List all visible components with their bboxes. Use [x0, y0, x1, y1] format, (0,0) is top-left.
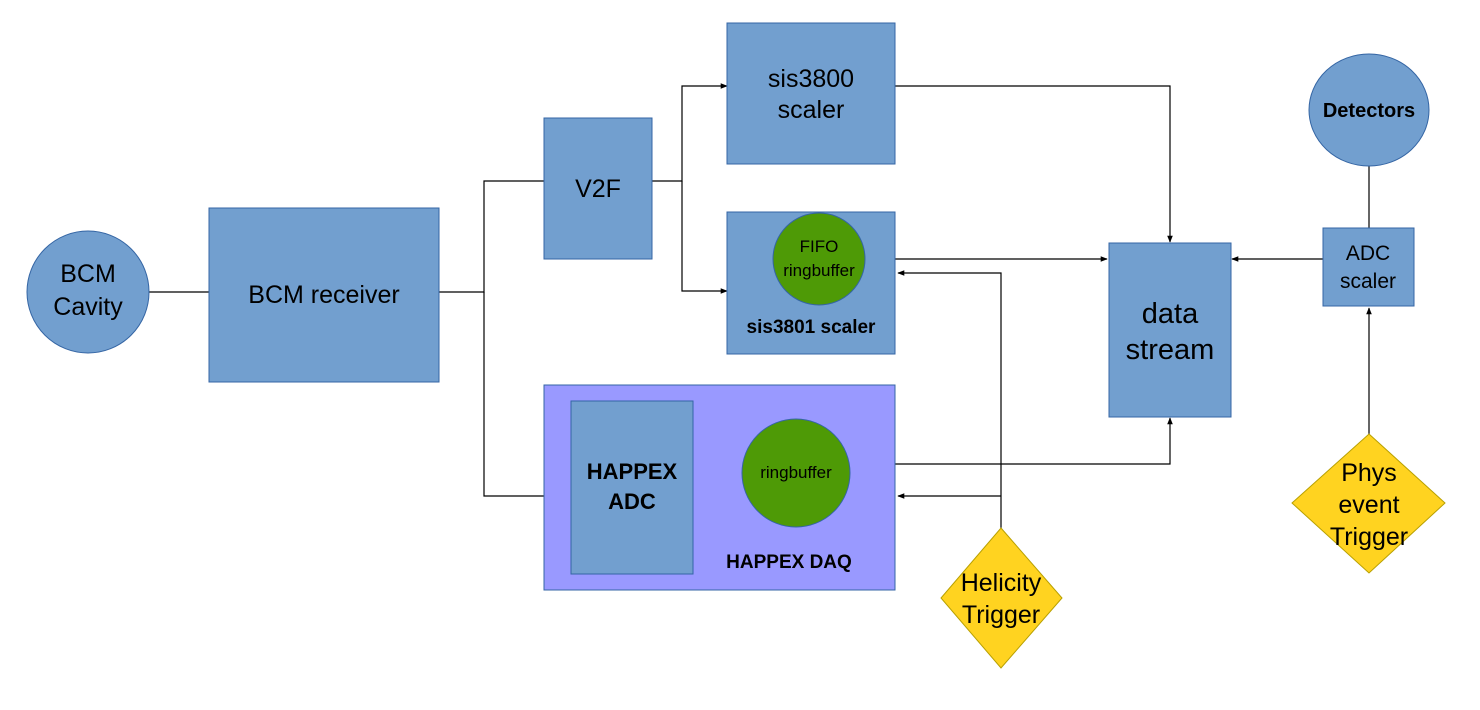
happex-daq-node: HAPPEX ADC ringbuffer HAPPEX DAQ [543, 384, 896, 591]
fifo-label-2: ringbuffer [783, 261, 855, 280]
v2f-node: V2F [543, 117, 653, 260]
bcm-receiver-node: BCM receiver [208, 207, 440, 383]
happex-adc-box [570, 400, 694, 575]
bcm-cavity-node: BCM Cavity [26, 230, 150, 354]
happex-adc-label-1: HAPPEX [587, 459, 678, 484]
bcm-receiver-box [208, 207, 440, 383]
connector-v2f-to-sis3800 [652, 83, 728, 182]
v2f-box [543, 117, 653, 260]
sis3800-label-2: scaler [778, 96, 845, 124]
bcm-receiver-label: BCM receiver [248, 281, 399, 309]
connector-receiver-to-happex-adc [483, 292, 570, 499]
happex-adc-label-2: ADC [608, 489, 656, 514]
bcm-cavity-label-2: Cavity [53, 293, 123, 321]
sis3801-label: sis3801 scaler [747, 317, 877, 338]
detectors-circle [1308, 53, 1430, 167]
data-stream-node: data stream [1108, 242, 1232, 418]
adc-scaler-label-2: scaler [1340, 270, 1396, 293]
connector-ringbuffer-to-data-stream [851, 417, 1173, 465]
fifo-ringbuffer-circle [772, 212, 866, 306]
helicity-trigger-diamond [940, 527, 1063, 669]
connector-helicity-to-fifo [897, 270, 1002, 528]
phys-trigger-node: Phys event Trigger [1291, 433, 1446, 574]
helicity-trigger-label-2: Trigger [962, 601, 1040, 629]
data-stream-box [1108, 242, 1232, 418]
phys-trigger-label-2: event [1338, 491, 1399, 519]
adc-scaler-node: ADC scaler [1322, 227, 1415, 307]
connectors [148, 83, 1372, 528]
bcm-cavity-label-1: BCM [60, 260, 116, 288]
detectors-node: Detectors [1308, 53, 1430, 167]
sis3800-box [726, 22, 896, 165]
happex-daq-label: HAPPEX DAQ [726, 552, 852, 573]
phys-trigger-label-3: Trigger [1330, 523, 1408, 551]
bcm-cavity-circle [26, 230, 150, 354]
connector-receiver-to-v2f [439, 180, 544, 293]
data-stream-label-2: stream [1126, 334, 1215, 366]
sis3800-node: sis3800 scaler [726, 22, 896, 165]
adc-scaler-box [1322, 227, 1415, 307]
daq-ringbuffer-label: ringbuffer [760, 463, 832, 482]
v2f-label: V2F [575, 175, 621, 203]
helicity-trigger-node: Helicity Trigger [940, 527, 1063, 669]
adc-scaler-label-1: ADC [1346, 242, 1390, 265]
helicity-trigger-label-1: Helicity [961, 569, 1042, 597]
phys-trigger-diamond [1291, 433, 1446, 574]
detectors-label: Detectors [1323, 100, 1415, 122]
connector-sis3800-to-data-stream [895, 85, 1173, 243]
phys-trigger-label-1: Phys [1341, 459, 1397, 487]
connector-v2f-to-sis3801 [681, 181, 728, 294]
daq-ringbuffer-circle [741, 418, 851, 528]
sis3801-node: FIFO ringbuffer sis3801 scaler [726, 211, 896, 355]
data-stream-label-1: data [1142, 298, 1199, 330]
fifo-label-1: FIFO [800, 237, 839, 256]
sis3800-label-1: sis3800 [768, 65, 854, 93]
